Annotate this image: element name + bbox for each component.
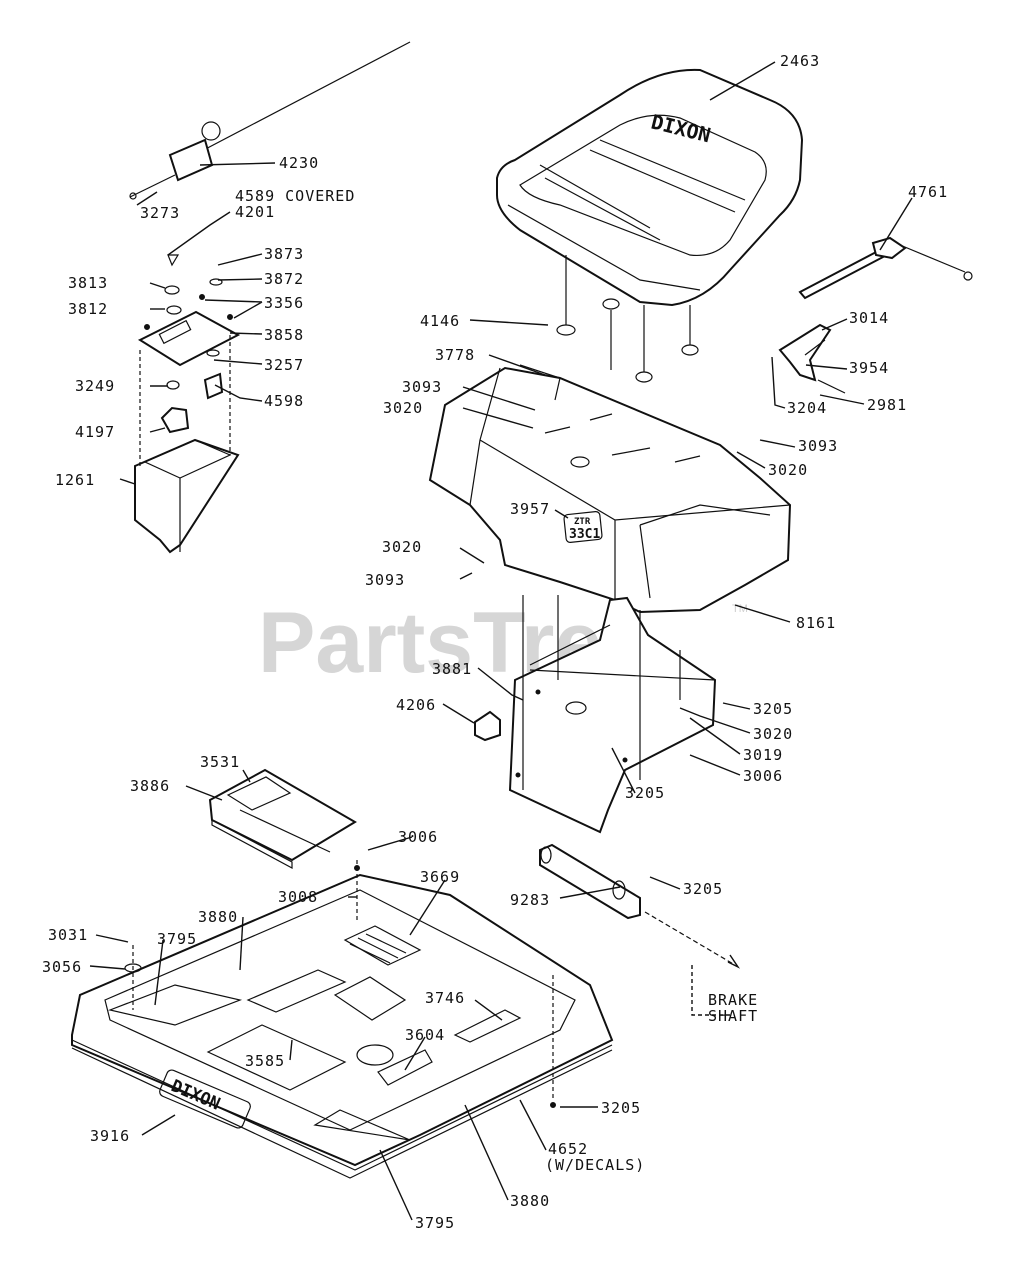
label-3204: 3204 (787, 399, 827, 417)
seat: DIXON (496, 68, 804, 307)
label-3531: 3531 (200, 753, 240, 771)
label-3031: 3031 (48, 926, 88, 944)
label-3356: 3356 (264, 294, 304, 312)
label-3881: 3881 (432, 660, 472, 678)
label-4652-decals: (W/DECALS) (545, 1156, 645, 1174)
label-shaft: SHAFT (708, 1007, 758, 1025)
label-3006-a: 3006 (743, 767, 783, 785)
label-4197: 4197 (75, 423, 115, 441)
label-2463: 2463 (780, 52, 820, 70)
label-1261: 1261 (55, 471, 95, 489)
label-3006-b: 3006 (398, 828, 438, 846)
leader-lines (89, 61, 913, 1221)
model-tag-line2: 33C1 (569, 527, 600, 542)
label-4146: 4146 (420, 312, 460, 330)
seat-support-shell: ZTR 33C1 (428, 364, 792, 614)
label-3957: 3957 (510, 500, 550, 518)
clip-part (474, 710, 501, 742)
label-3019: 3019 (743, 746, 783, 764)
label-3020-b: 3020 (768, 461, 808, 479)
label-3008: 3008 (278, 888, 318, 906)
label-3813: 3813 (68, 274, 108, 292)
label-4598: 4598 (264, 392, 304, 410)
label-brake: BRAKE (708, 991, 758, 1009)
label-3205-d: 3205 (601, 1099, 641, 1117)
label-3093-a: 3093 (402, 378, 442, 396)
label-9283: 9283 (510, 891, 550, 909)
label-4652: 4652 (548, 1140, 588, 1158)
label-3746: 3746 (425, 989, 465, 1007)
label-3880-b: 3880 (510, 1192, 550, 1210)
label-3812: 3812 (68, 300, 108, 318)
label-4589: 4589 COVERED (235, 187, 355, 205)
seat-cushion-panel (208, 768, 357, 870)
label-3205-a: 3205 (753, 700, 793, 718)
seat-bracket (508, 595, 717, 834)
label-3014: 3014 (849, 309, 889, 327)
label-2981: 2981 (867, 396, 907, 414)
label-3585: 3585 (245, 1052, 285, 1070)
label-3886: 3886 (130, 777, 170, 795)
label-4206: 4206 (396, 696, 436, 714)
lever-assembly (778, 236, 973, 394)
label-4230: 4230 (279, 154, 319, 172)
label-4201: 4201 (235, 203, 275, 221)
label-3778: 3778 (435, 346, 475, 364)
label-3669: 3669 (420, 868, 460, 886)
watermark-trademark: TM (732, 603, 748, 615)
label-4761: 4761 (908, 183, 948, 201)
label-3093-c: 3093 (365, 571, 405, 589)
label-3249: 3249 (75, 377, 115, 395)
fender-deck: DIXON (71, 860, 614, 1179)
label-3873: 3873 (264, 245, 304, 263)
label-3604: 3604 (405, 1026, 445, 1044)
label-3020-d: 3020 (753, 725, 793, 743)
model-tag-line1: ZTR (574, 517, 591, 527)
brake-shaft (539, 843, 741, 969)
label-3056: 3056 (42, 958, 82, 976)
label-3872: 3872 (264, 270, 304, 288)
label-3093-b: 3093 (798, 437, 838, 455)
label-3020-a: 3020 (383, 399, 423, 417)
label-3273: 3273 (140, 204, 180, 222)
label-3257: 3257 (264, 356, 304, 374)
throttle-cable (129, 41, 411, 200)
label-3020-c: 3020 (382, 538, 422, 556)
part-labels: 2463 4230 3273 4589 COVERED 4201 4761 38… (42, 52, 948, 1232)
label-3916: 3916 (90, 1127, 130, 1145)
label-3858: 3858 (264, 326, 304, 344)
label-3795-b: 3795 (415, 1214, 455, 1232)
label-3795-a: 3795 (157, 930, 197, 948)
label-3954: 3954 (849, 359, 889, 377)
label-8161: 8161 (796, 614, 836, 632)
seat-mount-washers (556, 255, 699, 383)
label-3205-c: 3205 (683, 880, 723, 898)
control-box (134, 254, 241, 554)
label-3205-b: 3205 (625, 784, 665, 802)
label-3880-a: 3880 (198, 908, 238, 926)
